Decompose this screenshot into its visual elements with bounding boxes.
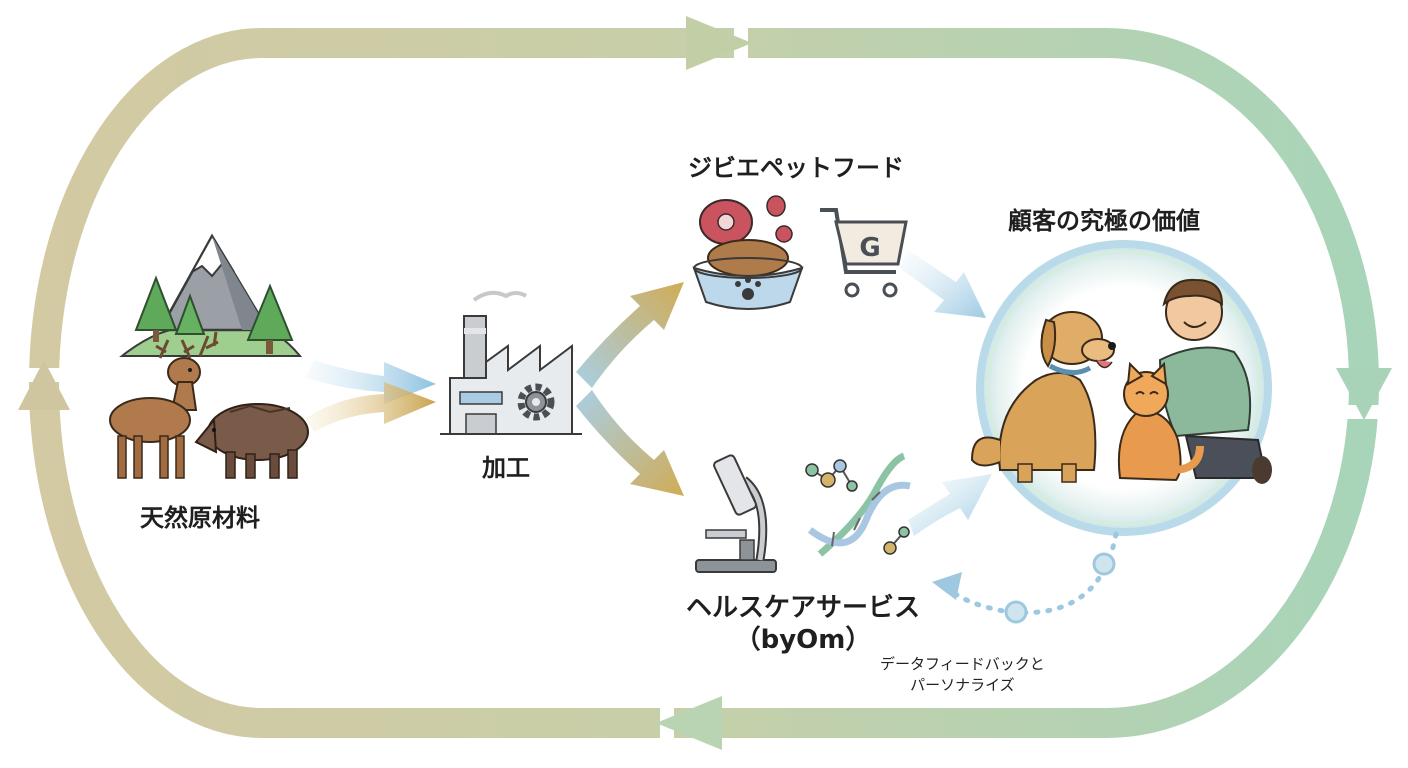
feedback-line-1: データフィードバックと [880,655,1045,673]
person-icon [1158,278,1272,484]
loop-arrowhead-bottom [656,696,722,750]
gear-icon [517,383,555,421]
flow-arrow-to-food [576,282,684,388]
processing-label: 加工 [482,454,530,482]
deer-icon [109,331,219,479]
flow-arrow-food-to-value [900,250,986,318]
healthcare-title: ヘルスケアサービス [686,593,921,623]
pet-food-bowl-icon [692,239,804,310]
flow-arrow-to-health [576,390,684,496]
boar-icon [194,403,309,479]
cart-letter: G [859,233,880,263]
meat-icon [699,195,793,245]
feedback-label: データフィードバックと パーソナライズ [880,654,1045,696]
pet-food-label: ジビエペットフード [688,154,904,182]
raw-materials-label: 天然原材料 [140,504,260,532]
customer-value-label: 顧客の究極の価値 [1008,207,1200,235]
feedback-line-2: パーソナライズ [910,676,1015,694]
mountain-forest-icon [119,233,303,357]
loop-arrowhead-right [1336,368,1392,420]
outer-cycle-loop [18,16,1392,750]
loop-arrowhead-top [686,16,752,70]
cat-icon [1117,361,1204,482]
microscope-icon [695,454,777,573]
factory-icon [440,290,582,435]
dog-icon [970,311,1116,483]
shopping-cart-icon: G [820,208,908,298]
healthcare-label: ヘルスケアサービス （byOm） [686,592,920,656]
healthcare-sublabel: （byOm） [734,625,872,655]
feedback-loop-arrow [932,531,1119,624]
flow-arrow-raw-gold [306,382,436,432]
dna-icon [805,452,911,557]
flow-arrow-health-to-value [908,474,992,536]
loop-arrowhead-left [18,360,70,410]
